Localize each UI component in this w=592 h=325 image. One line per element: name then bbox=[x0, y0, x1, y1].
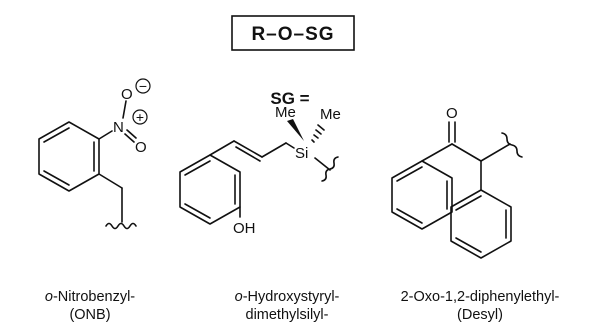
onb-caption-line1: o-Nitrobenzyl- bbox=[45, 289, 135, 305]
onb-wavy-attachment bbox=[105, 222, 137, 230]
structure-onb: N O O − + o-Nitrobenzyl- (ONB) bbox=[38, 78, 151, 323]
onb-atom-n: N bbox=[113, 119, 124, 136]
onb-atom-o-right: O bbox=[135, 139, 147, 156]
onb-ring-double-bond bbox=[43, 127, 70, 143]
structure-hsds: Si Me Me OH o-Hydroxystyryl- dimethylsil… bbox=[179, 104, 341, 323]
desyl-phenyl-1 bbox=[391, 160, 453, 230]
onb-ch2-bond bbox=[98, 173, 123, 189]
onb-plus-charge-circle bbox=[132, 109, 148, 125]
hsds-benzene-ring bbox=[179, 154, 241, 225]
onb-n-o-double-bond bbox=[124, 133, 135, 143]
desyl-ring-carbonyl-bond bbox=[421, 143, 453, 162]
onb-caption-line2: (ONB) bbox=[69, 307, 110, 323]
onb-minus-charge: − bbox=[139, 78, 147, 94]
hsds-vinyl-bond bbox=[209, 140, 235, 156]
hsds-vinyl-double-bond bbox=[233, 140, 263, 158]
hsds-ring-double-bond bbox=[184, 160, 211, 176]
hsds-wavy-attachment bbox=[321, 156, 339, 182]
desyl-phenyl-2-double-bond bbox=[455, 195, 482, 211]
hsds-atom-si: Si bbox=[295, 145, 308, 162]
desyl-atom-o: O bbox=[446, 105, 458, 122]
onb-ring-double-bond bbox=[43, 170, 70, 186]
hsds-vinyl-double-bond bbox=[235, 146, 261, 162]
onb-c-n-bond bbox=[98, 130, 113, 140]
hsds-caption-line1: o-Hydroxystyryl- bbox=[235, 289, 340, 305]
desyl-caption-line1: 2-Oxo-1,2-diphenylethyl- bbox=[401, 289, 560, 305]
hsds-si-o-bond bbox=[314, 157, 331, 171]
hsds-me-wedge-bond bbox=[287, 119, 304, 141]
hsds-atom-oh: OH bbox=[233, 220, 256, 237]
hsds-caption-line2: dimethylsilyl- bbox=[246, 307, 329, 323]
hsds-c-si-bond bbox=[285, 142, 295, 149]
onb-atom-o-top: O bbox=[121, 86, 133, 103]
onb-plus-charge: + bbox=[136, 109, 144, 125]
desyl-carbonyl-ch-bond bbox=[451, 143, 482, 162]
desyl-phenyl-1-double-bond bbox=[396, 208, 423, 224]
title-box: R–O–SG bbox=[231, 15, 355, 51]
desyl-caption-line2: (Desyl) bbox=[457, 307, 503, 323]
structure-desyl: O 2-Oxo-1,2-diphenylethyl- (Desyl) bbox=[391, 105, 560, 323]
scheme-title: R–O–SG bbox=[251, 24, 334, 45]
onb-n-o-double-bond bbox=[126, 129, 137, 139]
onb-n-o-bond bbox=[122, 100, 127, 119]
onb-minus-charge-circle bbox=[135, 78, 151, 94]
hsds-ring-double-bond bbox=[184, 203, 211, 219]
desyl-ch-o-bond bbox=[480, 143, 511, 162]
sg-label: SG = bbox=[270, 89, 309, 108]
hsds-me-hashed-bond bbox=[311, 124, 325, 143]
desyl-phenyl-2-double-bond bbox=[455, 237, 482, 253]
desyl-phenyl-1-double-bond bbox=[396, 166, 423, 182]
hsds-vinyl-bond bbox=[261, 142, 287, 158]
desyl-phenyl-2 bbox=[450, 189, 512, 259]
onb-benzene-ring bbox=[38, 121, 100, 192]
desyl-wavy-attachment bbox=[501, 132, 523, 158]
hsds-atom-me-left: Me bbox=[275, 104, 296, 121]
hsds-atom-me-right: Me bbox=[320, 106, 341, 123]
